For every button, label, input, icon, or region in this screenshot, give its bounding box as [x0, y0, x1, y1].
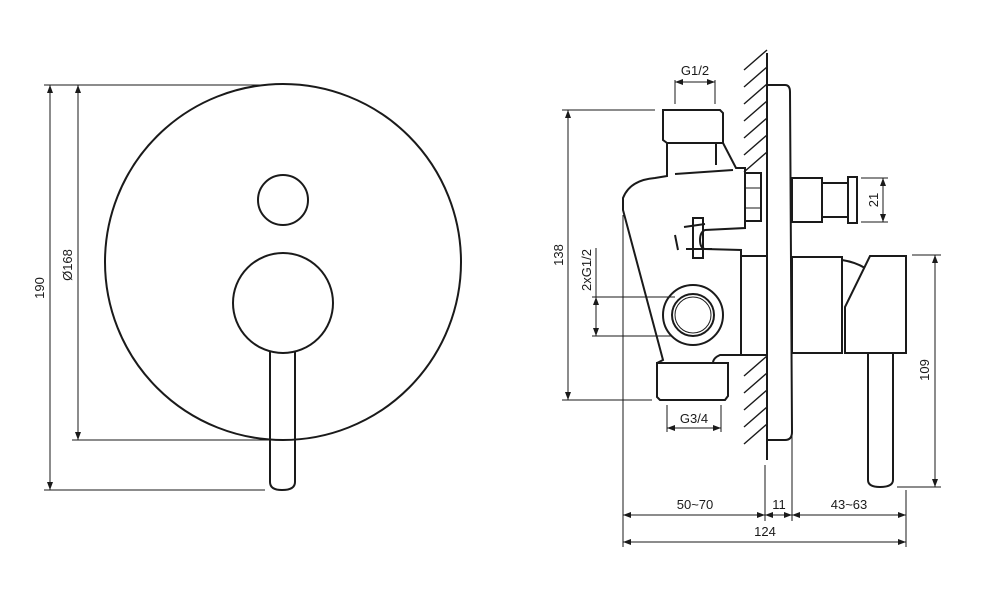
front-view: 190 Ø168 — [32, 83, 462, 492]
hatch-line — [743, 100, 768, 122]
dim-diameter-label: Ø168 — [60, 249, 75, 281]
dim-handle-height-label: 109 — [917, 359, 932, 381]
dim-total-label: 124 — [754, 524, 776, 539]
hatch-line — [743, 406, 768, 428]
hatch-line — [743, 134, 768, 156]
dim-outlets-label: 2xG1/2 — [579, 249, 594, 291]
dim-height-label: 190 — [32, 277, 47, 299]
hatch-line — [743, 355, 768, 377]
bottom-outlet — [656, 362, 729, 401]
dim-plate-label: 11 — [772, 497, 786, 512]
hatch-line — [743, 151, 768, 173]
dim-top-inlet-label: G1/2 — [681, 63, 709, 78]
lever — [269, 352, 296, 492]
side-view: G1/2 138 2xG1/2 21 109 G3/4 — [551, 49, 941, 547]
handle-body — [844, 255, 907, 354]
hatch-line — [743, 66, 768, 88]
side-lever — [867, 353, 894, 489]
dim-body-height-label: 138 — [551, 244, 566, 266]
spindle — [791, 177, 823, 223]
hatch-line — [743, 423, 768, 445]
diverter-knob — [257, 174, 309, 226]
side-cover-plate — [767, 84, 794, 441]
dim-bottom-outlet-label: G3/4 — [680, 411, 708, 426]
hatch-line — [743, 372, 768, 394]
hatch-line — [743, 49, 768, 71]
side-dimensions: G1/2 138 2xG1/2 21 109 G3/4 — [551, 63, 941, 547]
valve-body — [622, 109, 746, 364]
dim-spindle-label: 21 — [866, 193, 881, 207]
connector-nut — [744, 172, 762, 222]
dim-handle-depth-label: 43~63 — [831, 497, 868, 512]
handle-sleeve — [791, 256, 843, 354]
spindle-cap — [847, 176, 858, 224]
dim-wall-depth-label: 50~70 — [677, 497, 714, 512]
handle-hub — [232, 252, 334, 354]
hatch-line — [743, 83, 768, 105]
outlet-port — [662, 284, 724, 346]
hatch-line — [743, 389, 768, 411]
cover-plate — [104, 83, 462, 441]
hatch-line — [743, 117, 768, 139]
